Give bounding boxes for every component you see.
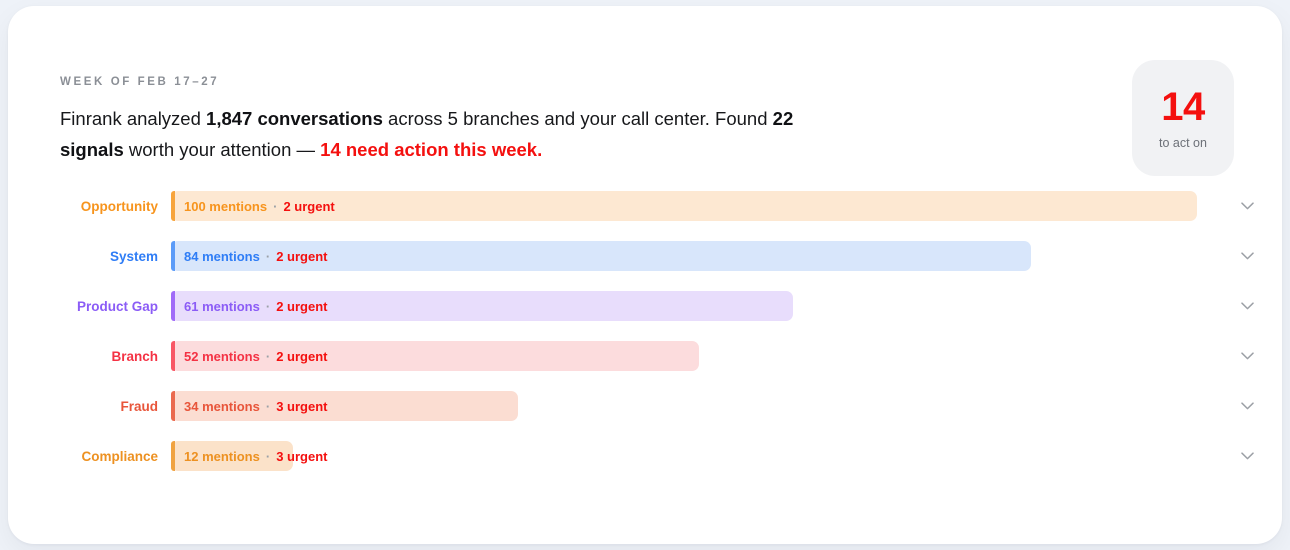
badge-caption: to act on (1159, 135, 1207, 150)
urgent-count: 2 urgent (276, 348, 328, 364)
bar-metrics: 52 mentions · 2 urgent (184, 341, 328, 371)
category-label: Opportunity (80, 198, 158, 214)
category-label: System (109, 248, 158, 264)
category-row[interactable]: Compliance 12 mentions · 3 urgent (8, 441, 1282, 471)
badge-count: 14 (1161, 84, 1205, 129)
metrics-separator: · (265, 448, 271, 464)
category-row[interactable]: Product Gap 61 mentions · 2 urgent (8, 291, 1282, 321)
category-bar (171, 391, 519, 421)
bar-metrics: 61 mentions · 2 urgent (184, 291, 328, 321)
headline-part-1: Finrank analyzed (60, 108, 207, 129)
mentions-count: 100 mentions (184, 198, 268, 214)
headline-part-3: worth your attention — (123, 139, 321, 160)
mentions-count: 52 mentions (184, 348, 260, 364)
chevron-down-icon[interactable] (1238, 347, 1256, 365)
metrics-separator: · (265, 298, 271, 314)
category-label: Branch (111, 348, 158, 364)
chevron-down-icon[interactable] (1238, 197, 1256, 215)
bar-accent-stripe (171, 241, 175, 271)
category-row[interactable]: System 84 mentions · 2 urgent (8, 241, 1282, 271)
bar-metrics: 34 mentions · 3 urgent (184, 391, 328, 421)
insights-card: WEEK OF FEB 17–27 Finrank analyzed 1,847… (8, 6, 1282, 544)
bar-accent-stripe (171, 341, 175, 371)
bar-metrics: 84 mentions · 2 urgent (184, 241, 328, 271)
metrics-separator: · (265, 248, 271, 264)
bar-accent-stripe (171, 291, 175, 321)
bar-accent-stripe (171, 191, 175, 221)
metrics-separator: · (273, 198, 278, 214)
category-bar (171, 191, 1197, 221)
category-label: Compliance (81, 448, 158, 464)
urgent-count: 2 urgent (283, 198, 335, 214)
urgent-count: 3 urgent (276, 398, 328, 414)
headline-summary: Finrank analyzed 1,847 conversations acr… (60, 103, 830, 165)
mentions-count: 61 mentions (184, 298, 260, 314)
headline-part-2: across 5 branches and your call center. … (382, 108, 773, 129)
headline-accent-action: 14 need action this week. (320, 139, 543, 160)
to-act-on-badge[interactable]: 14 to act on (1132, 60, 1234, 176)
urgent-count: 2 urgent (276, 248, 328, 264)
category-row[interactable]: Branch 52 mentions · 2 urgent (8, 341, 1282, 371)
metrics-separator: · (265, 398, 271, 414)
chevron-down-icon[interactable] (1238, 247, 1256, 265)
urgent-count: 2 urgent (276, 298, 328, 314)
headline-bold-conversations: 1,847 conversations (206, 108, 383, 129)
category-row[interactable]: Opportunity 100 mentions · 2 urgent (8, 191, 1282, 221)
headline-bold-signals: 22 signals (60, 108, 794, 160)
bar-track: 52 mentions · 2 urgent (171, 341, 1207, 371)
bar-accent-stripe (171, 441, 175, 471)
mentions-count: 84 mentions (184, 248, 260, 264)
week-eyebrow: WEEK OF FEB 17–27 (60, 76, 220, 88)
category-bar (171, 441, 294, 471)
mentions-count: 12 mentions (184, 448, 260, 464)
bar-metrics: 100 mentions · 2 urgent (184, 191, 335, 221)
category-bar (171, 291, 793, 321)
bar-accent-stripe (171, 391, 175, 421)
bar-track: 34 mentions · 3 urgent (171, 391, 1207, 421)
category-bar (171, 241, 1031, 271)
bar-track: 12 mentions · 3 urgent (171, 441, 1207, 471)
category-row[interactable]: Fraud 34 mentions · 3 urgent (8, 391, 1282, 421)
urgent-count: 3 urgent (276, 448, 328, 464)
bar-track: 61 mentions · 2 urgent (171, 291, 1207, 321)
chevron-down-icon[interactable] (1238, 297, 1256, 315)
chevron-down-icon[interactable] (1238, 447, 1256, 465)
bar-track: 100 mentions · 2 urgent (171, 191, 1207, 221)
chevron-down-icon[interactable] (1238, 397, 1256, 415)
category-label: Product Gap (76, 298, 158, 314)
bar-track: 84 mentions · 2 urgent (171, 241, 1207, 271)
bar-metrics: 12 mentions · 3 urgent (184, 441, 328, 471)
mentions-count: 34 mentions (184, 398, 260, 414)
metrics-separator: · (265, 348, 271, 364)
category-bar (171, 341, 700, 371)
category-label: Fraud (120, 398, 158, 414)
